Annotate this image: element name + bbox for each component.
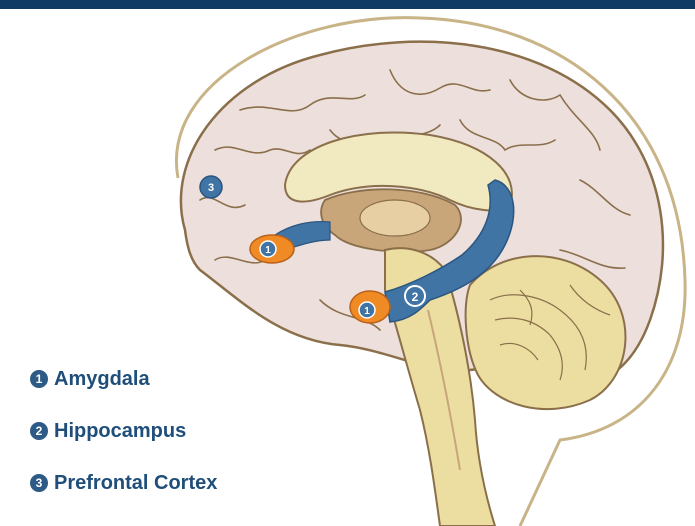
legend-item-amygdala: 1 Amygdala <box>30 364 217 394</box>
amygdala-marker-front: 1 <box>250 235 294 263</box>
amygdala-marker-lower: 1 <box>350 291 390 323</box>
hippocampus-marker-label: 2 <box>412 290 419 304</box>
legend-item-hippocampus: 2 Hippocampus <box>30 416 217 446</box>
legend-number: 2 <box>30 422 48 440</box>
legend-label: Amygdala <box>54 368 150 391</box>
legend: 1 Amygdala 2 Hippocampus 3 Prefrontal Co… <box>30 364 217 520</box>
legend-number: 1 <box>30 370 48 388</box>
legend-number: 3 <box>30 474 48 492</box>
legend-label: Hippocampus <box>54 420 186 443</box>
amygdala-marker-lower-label: 1 <box>364 306 370 317</box>
thalamus-inner <box>360 200 430 236</box>
legend-item-prefrontal-cortex: 3 Prefrontal Cortex <box>30 468 217 498</box>
amygdala-marker-front-label: 1 <box>265 245 271 256</box>
prefrontal-marker-label: 3 <box>208 182 214 194</box>
legend-label: Prefrontal Cortex <box>54 472 217 495</box>
prefrontal-marker: 3 <box>200 176 222 198</box>
